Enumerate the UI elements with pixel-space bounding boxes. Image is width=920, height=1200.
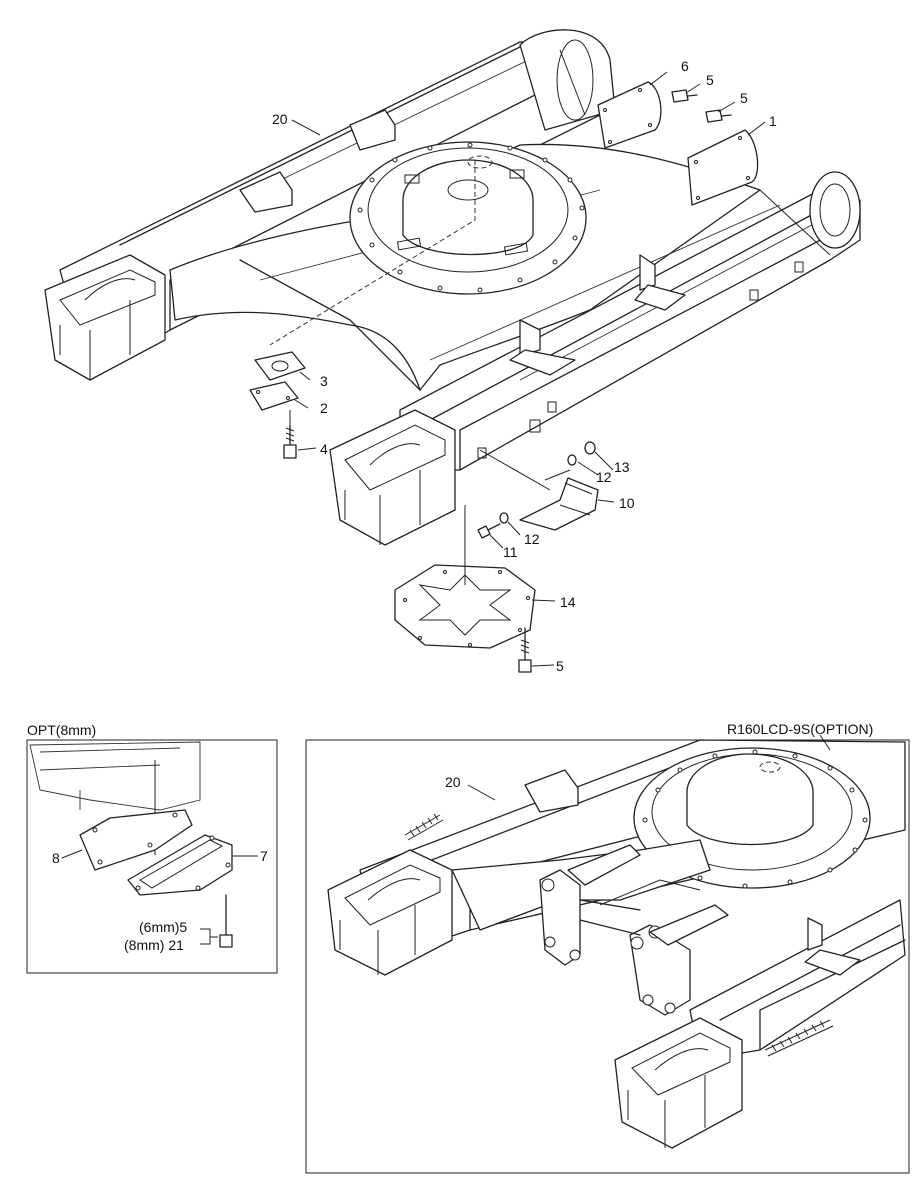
inset-opt-callout-5: (6mm)5 [139, 919, 187, 935]
callout-2: 2 [320, 400, 328, 416]
callout-5-a: 5 [706, 72, 714, 88]
leader-lines [289, 71, 766, 667]
callout-10: 10 [619, 495, 635, 511]
inset-option-box [305, 734, 910, 1174]
callout-11: 11 [503, 544, 518, 560]
callout-4: 4 [320, 441, 328, 457]
bolt-4 [283, 424, 297, 459]
inset-opt-box [26, 739, 278, 974]
bolt-5-lower [518, 627, 532, 673]
inset-option-callout-20: 20 [445, 774, 461, 790]
callout-1: 1 [769, 113, 777, 129]
lower-frame-drawing [44, 29, 861, 546]
bolt-11 [477, 523, 501, 539]
inset-opt-callout-7: 7 [260, 848, 268, 864]
shim-plate-3 [254, 351, 306, 381]
bolt-5-upper [671, 89, 732, 123]
cover-plate-1 [687, 129, 759, 206]
callout-5-c: 5 [556, 658, 564, 674]
callout-3: 3 [320, 373, 328, 389]
callout-13: 13 [614, 459, 630, 475]
inset-option-title: R160LCD-9S(OPTION) [727, 721, 873, 737]
step-bracket-10 [519, 477, 599, 531]
inset-opt-title: OPT(8mm) [27, 722, 96, 738]
inset-opt-callout-8: 8 [52, 850, 60, 866]
callout-labels: 20 6 5 5 1 3 2 4 13 12 10 12 11 14 5 OPT… [27, 58, 873, 953]
inset-opt-callout-21: (8mm) 21 [124, 937, 184, 953]
under-cover-14 [394, 564, 536, 649]
washers-12-13 [499, 441, 596, 524]
callout-12-b: 12 [524, 531, 540, 547]
callout-6: 6 [681, 58, 689, 74]
callout-14: 14 [560, 594, 576, 610]
cover-plate-6 [597, 81, 662, 149]
callout-12-a: 12 [596, 469, 612, 485]
shim-plate-2 [249, 381, 299, 411]
callout-5-b: 5 [740, 90, 748, 106]
callout-20: 20 [272, 111, 288, 127]
